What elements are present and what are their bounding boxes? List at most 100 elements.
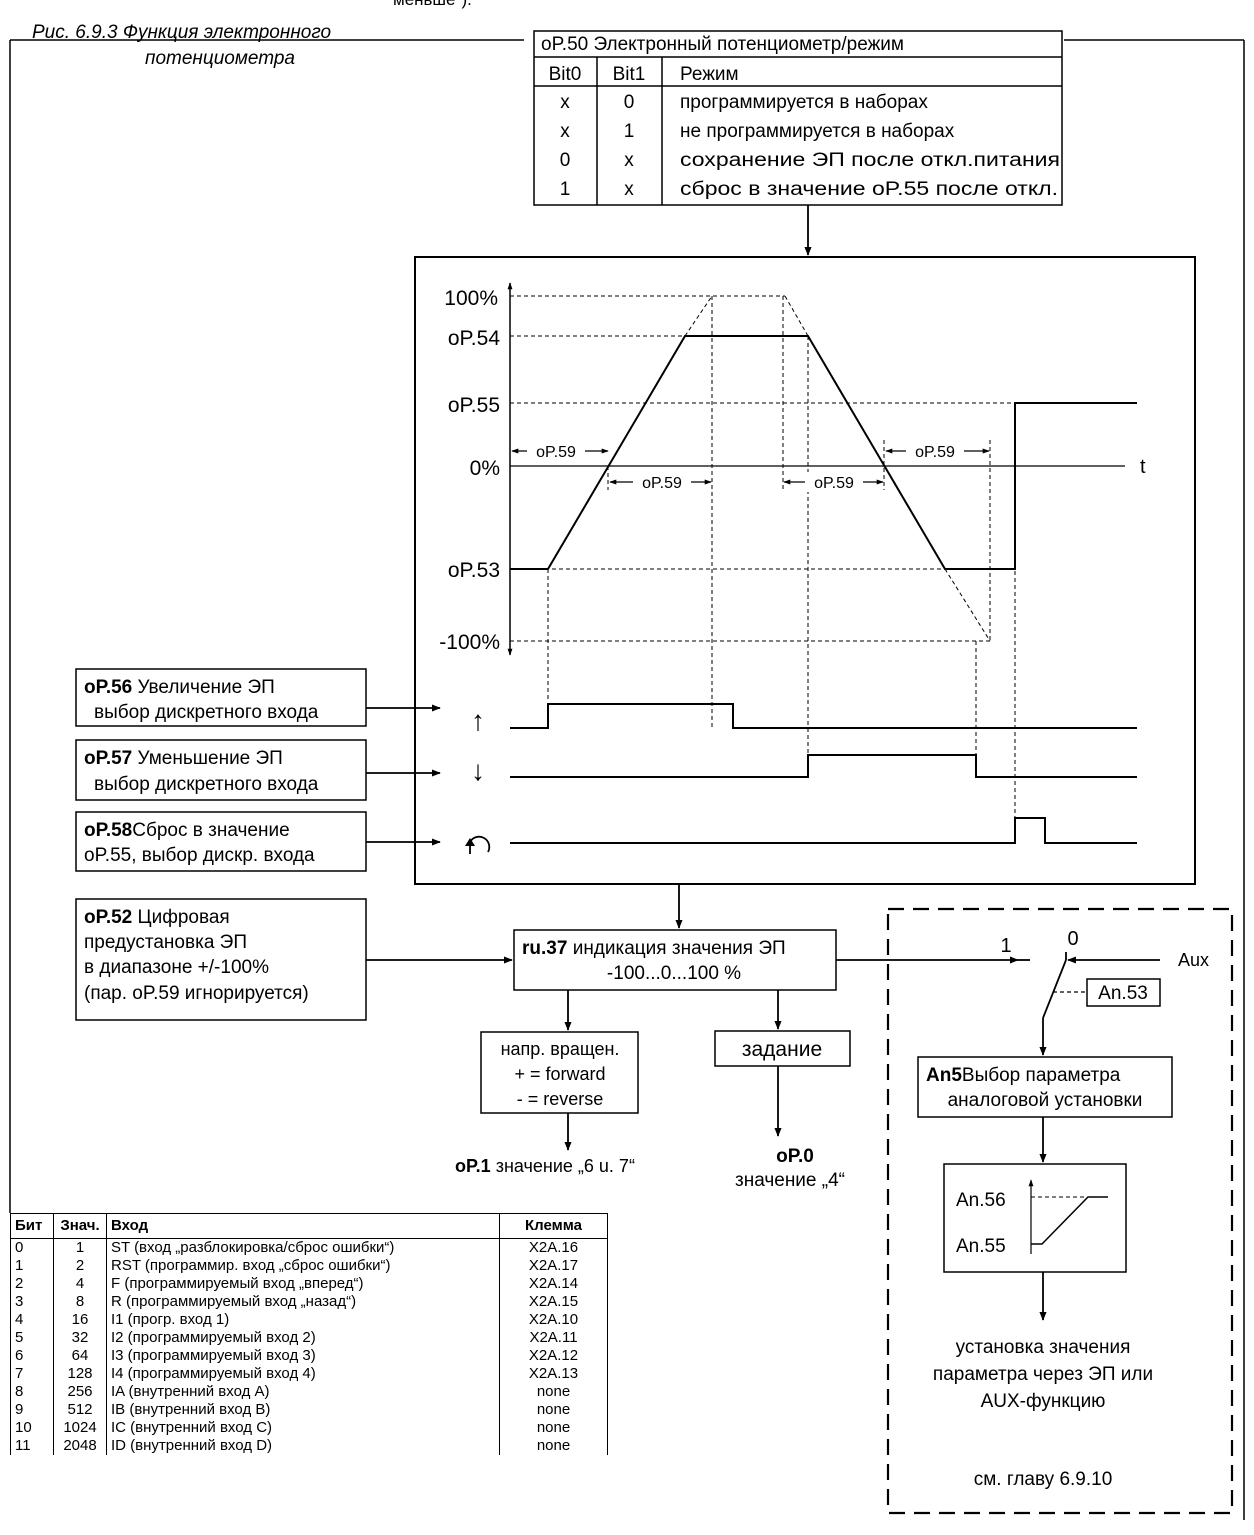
an-characteristic-curve — [1031, 1196, 1108, 1245]
row-input: IA (внутренний вход A) — [106, 1383, 500, 1401]
row-terminal: none — [499, 1437, 608, 1455]
switch-label-0: 0 — [1067, 928, 1078, 950]
op56-line1: Увеличение ЭП — [132, 677, 275, 698]
signal-increase — [510, 703, 1137, 729]
op57-line2: выбор дискретного входа — [94, 774, 319, 795]
op52-line1: Цифровая — [132, 907, 229, 928]
row-bit: 11 — [10, 1437, 54, 1455]
op1-code: oP.1 — [455, 1156, 491, 1176]
row-bit: 10 — [10, 1419, 54, 1437]
row-value: 128 — [53, 1365, 107, 1383]
analog-desc-line2: параметра через ЭП или — [933, 1364, 1153, 1385]
input-table-header: Бит Знач. Вход Клемма — [10, 1213, 608, 1239]
mode-row-1-bit1: 0 — [624, 92, 635, 113]
row-input: F (программируемый вход „вперед“) — [106, 1275, 500, 1293]
op1-label: oP.1 значение „6 u. 7“ — [455, 1156, 635, 1176]
row-value: 256 — [53, 1383, 107, 1401]
row-terminal: none — [499, 1401, 608, 1419]
an-curve-box — [943, 1163, 1127, 1273]
op59-annotations: oP.59 oP.59 oP.59 oP.59 — [511, 441, 990, 492]
row-input: IC (внутренний вход C) — [106, 1419, 500, 1437]
row-value: 64 — [53, 1347, 107, 1365]
row-input: ST (вход „разблокировка/сброс ошибки“) — [106, 1238, 500, 1257]
row-bit: 7 — [10, 1365, 54, 1383]
an5-label: An5Выбор параметра — [926, 1065, 1121, 1086]
op52-line2: предустановка ЭП — [84, 932, 247, 953]
op56-line2: выбор дискретного входа — [94, 702, 319, 723]
row-terminal: X2A.12 — [499, 1347, 608, 1365]
row-value: 4 — [53, 1275, 107, 1293]
col-header-bit: Бит — [10, 1213, 54, 1239]
direction-box — [480, 1031, 639, 1114]
setpoint-label: задание — [742, 1038, 822, 1061]
row-value: 512 — [53, 1401, 107, 1419]
row-bit: 9 — [10, 1401, 54, 1419]
t-axis-label: t — [1140, 456, 1146, 478]
row-bit: 6 — [10, 1347, 54, 1365]
row-terminal: X2A.10 — [499, 1311, 608, 1329]
row-input: I3 (программируемый вход 3) — [106, 1347, 500, 1365]
analog-chapter-ref: см. главу 6.9.10 — [974, 1469, 1113, 1490]
mode-table-header-bit0: Bit0 — [549, 64, 582, 85]
row-input: I1 (прогр. вход 1) — [106, 1311, 500, 1329]
col-header-input: Вход — [106, 1213, 500, 1239]
row-terminal: X2A.17 — [499, 1257, 608, 1275]
row-input: R (программируемый вход „назад“) — [106, 1293, 500, 1311]
row-value: 2 — [53, 1257, 107, 1275]
op56-code: oP.56 — [84, 677, 132, 698]
row-terminal: X2A.14 — [499, 1275, 608, 1293]
mode-table-title: oP.50 Электронный потенциометр/режим — [541, 34, 904, 55]
switch-lever — [1042, 959, 1067, 1019]
an53-box — [1086, 978, 1161, 1007]
row-bit: 0 — [10, 1238, 54, 1257]
row-terminal: none — [499, 1419, 608, 1437]
op59-label-1: oP.59 — [536, 444, 576, 461]
row-input: RST (программир. вход „сброс ошибки“) — [106, 1257, 500, 1275]
row-terminal: X2A.13 — [499, 1365, 608, 1383]
ru37-text: индикация значения ЭП — [567, 938, 785, 959]
row-input: I2 (программируемый вход 2) — [106, 1329, 500, 1347]
mode-row-3-text: сохранение ЭП после откл.питания — [680, 150, 1060, 171]
row-value: 8 — [53, 1293, 107, 1311]
mode-table-header-bit1: Bit1 — [613, 64, 646, 85]
ru37-range: -100...0...100 % — [607, 963, 741, 984]
direction-line3: - = reverse — [517, 1089, 604, 1109]
op58-line2: oP.55, выбор дискр. входа — [84, 845, 315, 866]
an55-label: An.55 — [956, 1236, 1006, 1257]
mode-row-1-text: программируется в наборах — [680, 92, 928, 113]
timing-box — [414, 256, 1196, 885]
row-bit: 2 — [10, 1275, 54, 1293]
row-input: ID (внутренний вход D) — [106, 1437, 500, 1455]
op58-line1: Сброс в значение — [132, 820, 289, 841]
top-cut-text: меньше"). — [393, 0, 472, 9]
row-bit: 1 — [10, 1257, 54, 1275]
mode-row-4-text: сброс в значение oP.55 после откл. — [680, 179, 1058, 200]
direction-line1: напр. вращен. — [501, 1039, 620, 1059]
op59-label-3: oP.59 — [814, 475, 854, 492]
row-input: IB (внутренний вход B) — [106, 1401, 500, 1419]
ep-value-curve — [510, 335, 1137, 570]
op52-line4: (пар. oP.59 игнорируется) — [84, 983, 309, 1004]
row-terminal: X2A.16 — [499, 1238, 608, 1257]
op58-label: oP.58Сброс в значение — [84, 820, 290, 841]
row-value: 2048 — [53, 1437, 107, 1455]
row-bit: 8 — [10, 1383, 54, 1401]
op0-code: oP.0 — [776, 1146, 814, 1167]
aux-label: Aux — [1178, 950, 1209, 970]
op0-text: значение „4“ — [735, 1170, 845, 1191]
col-header-terminal: Клемма — [499, 1213, 608, 1239]
row-terminal: X2A.11 — [499, 1329, 608, 1347]
row-value: 1024 — [53, 1419, 107, 1437]
op57-box — [75, 739, 367, 801]
an5-line1: Выбор параметра — [962, 1065, 1121, 1086]
